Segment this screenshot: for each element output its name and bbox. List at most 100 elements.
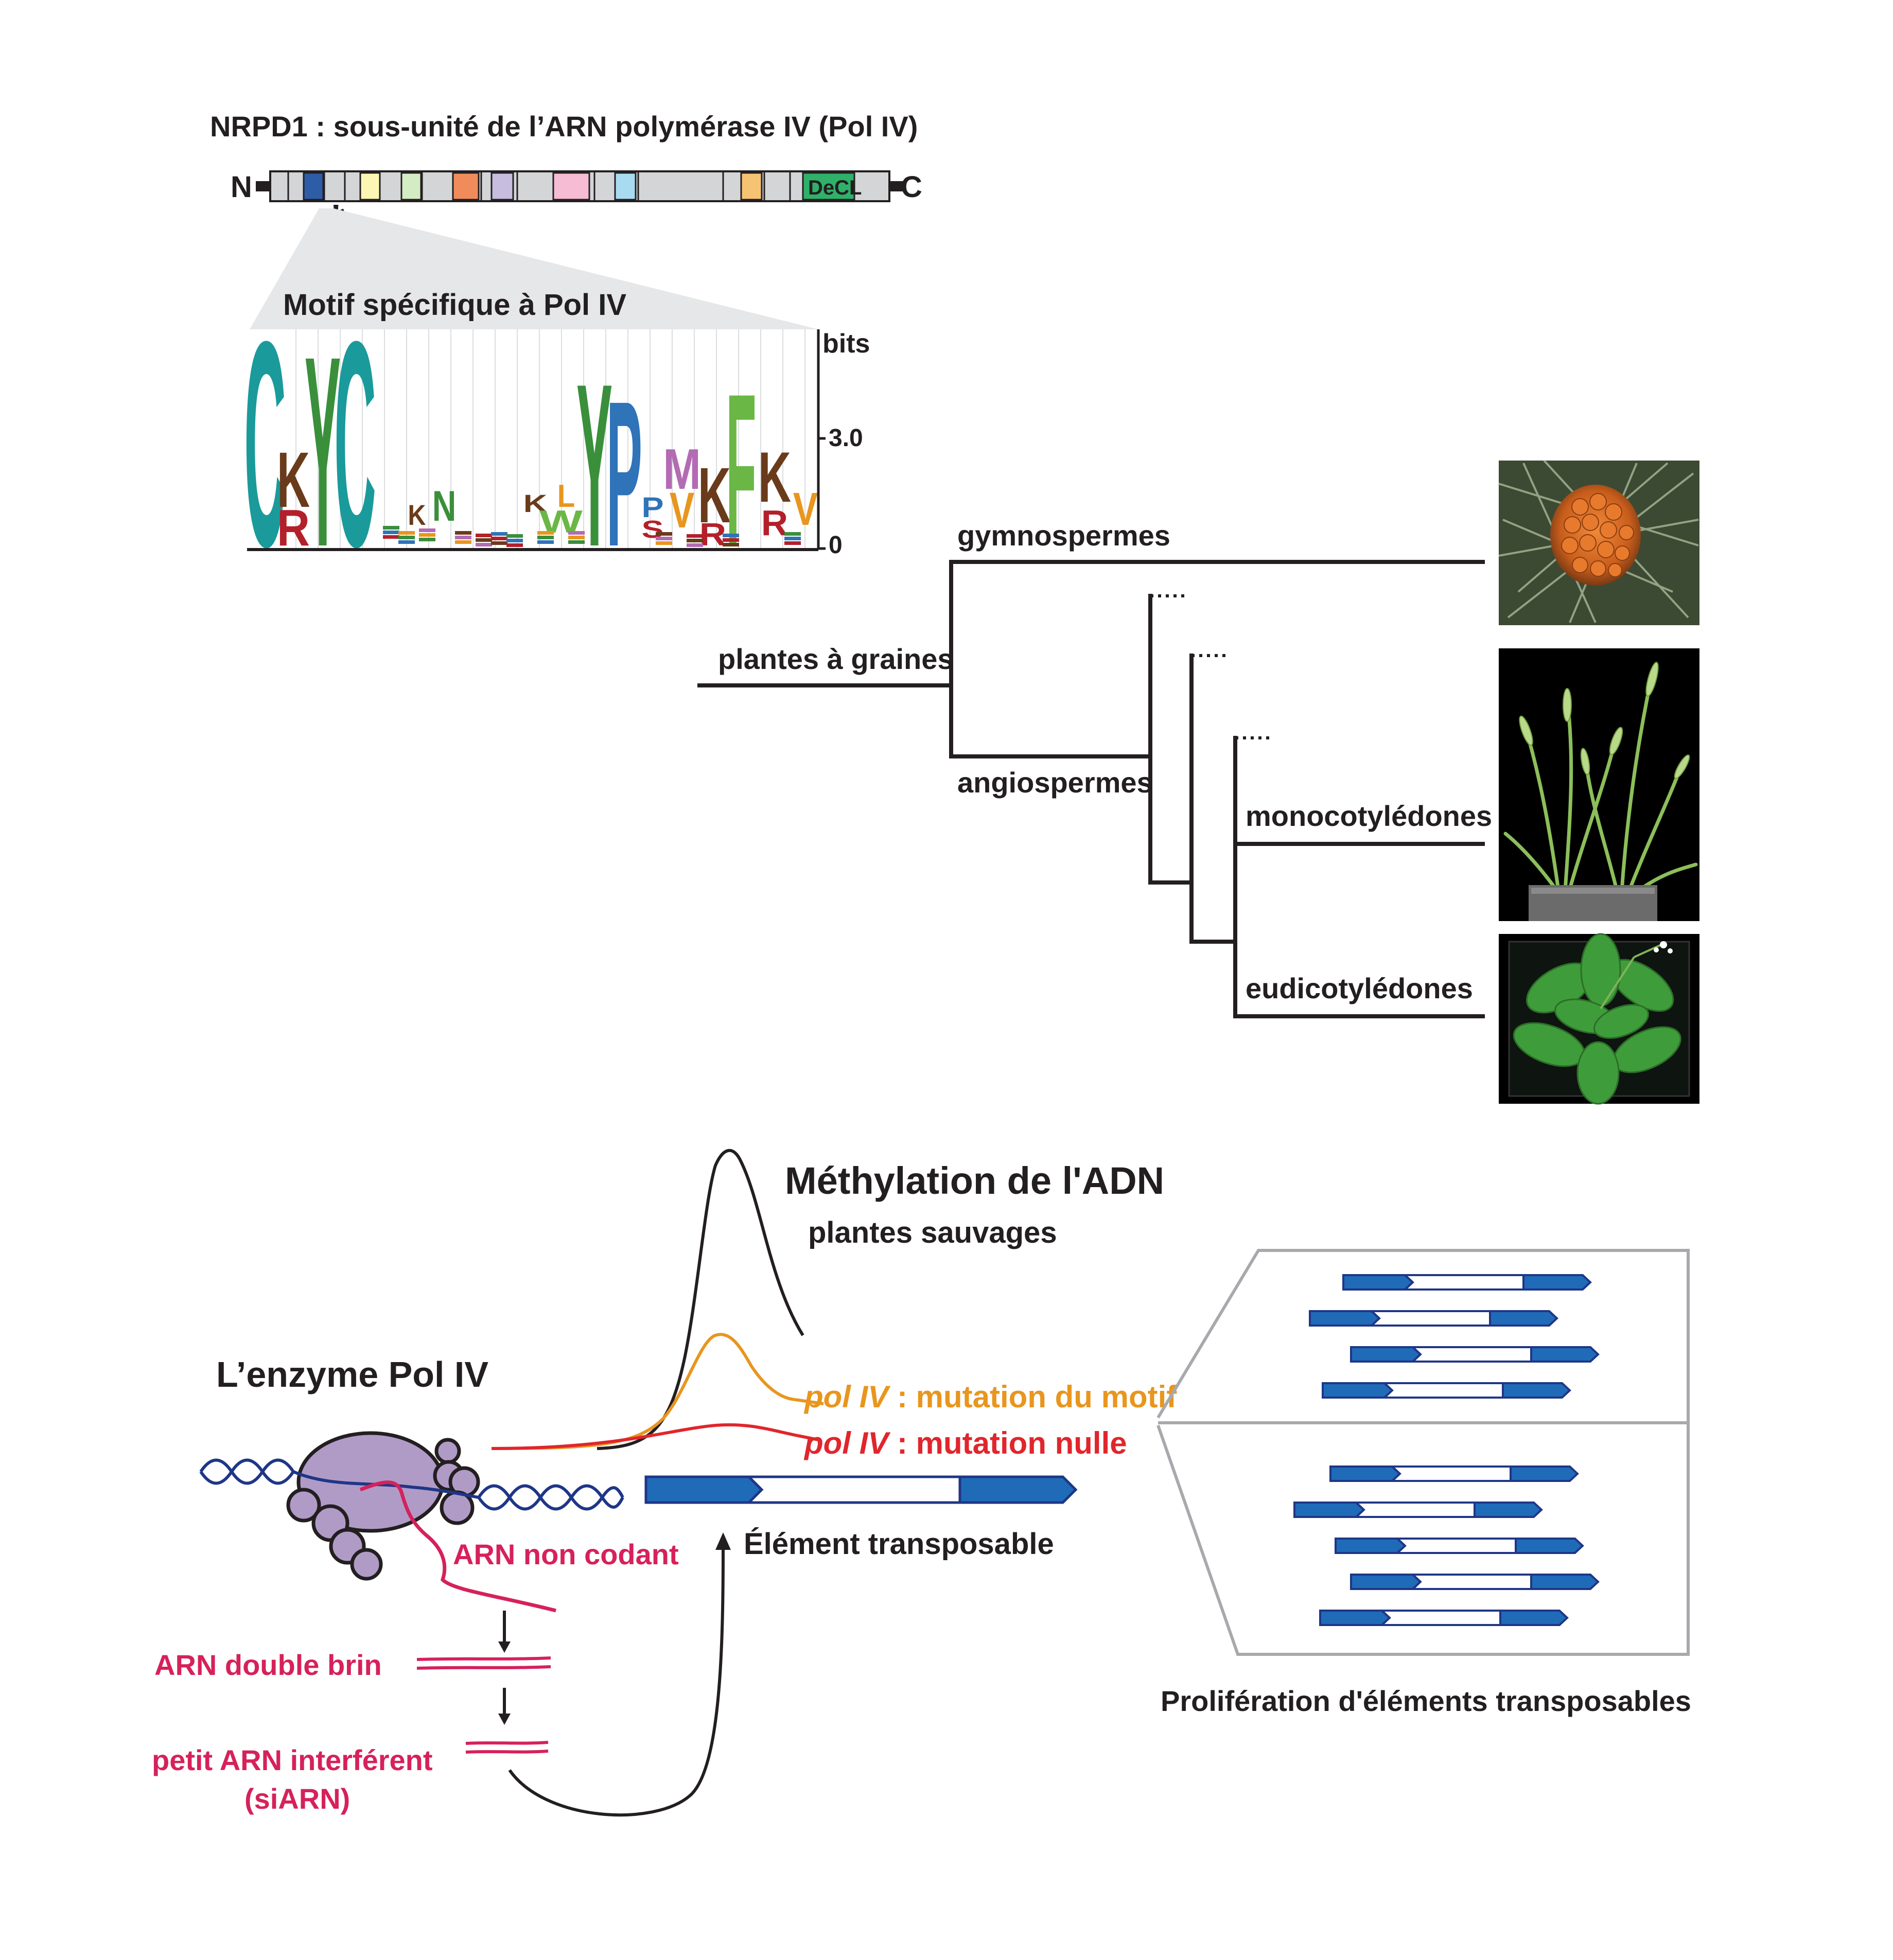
logo-letter-small: [383, 531, 399, 534]
label-noncoding-rna: ARN non codant: [453, 1538, 679, 1570]
te-copy: [1322, 1382, 1571, 1399]
logo-letter: V: [793, 484, 818, 535]
protein-domain: [303, 172, 324, 201]
protein-domain: [359, 172, 381, 201]
logo-letter-small: [568, 540, 585, 544]
protein-domain: [400, 172, 422, 201]
protein-panel: NRPD1 : sous-unité de l’ARN polymérase I…: [210, 110, 922, 329]
label-null-mutation: pol IV : mutation nulle: [803, 1426, 1127, 1460]
logo-letter-small: [419, 533, 435, 537]
pol-iv-enzyme: [286, 1431, 480, 1581]
logo-letter-small: [784, 532, 801, 536]
logo-letter-small: [398, 531, 415, 535]
null-connector: [797, 1434, 819, 1441]
label-angiosperms: angiospermes: [957, 766, 1153, 799]
logo-y-unit: bits: [822, 329, 870, 359]
enzyme-title: L’enzyme Pol IV: [216, 1354, 488, 1394]
transposable-element: [644, 1475, 1078, 1504]
arabidopsis-photo: [1499, 933, 1699, 1105]
n-terminal-label: N: [231, 170, 252, 204]
label-motif-mutation: pol IV : mutation du motif: [803, 1380, 1177, 1414]
logo-letter-small: [723, 534, 739, 537]
logo-letter-small: [419, 538, 435, 541]
label-sirna-line2: (siARN): [244, 1782, 350, 1815]
logo-letter-small: [491, 537, 507, 540]
logo-letter: K: [277, 436, 310, 524]
logo-letter-small: [784, 537, 801, 540]
logo-letter-small: [506, 534, 523, 538]
logo-letter: K: [698, 452, 731, 539]
dsrna-symbol: [416, 1656, 551, 1670]
logo-y-tick-zero: 0: [829, 532, 843, 559]
logo-letter-small: [537, 536, 554, 539]
noncoding-rna-strand: [359, 1480, 556, 1613]
te-copies: [1293, 1274, 1600, 1626]
te-copy: [1335, 1538, 1584, 1554]
protein-domain: [802, 172, 855, 201]
label-dsrna: ARN double brin: [154, 1649, 382, 1681]
logo-letter-small: [687, 539, 703, 542]
logo-letter-small: [723, 538, 739, 542]
label-eudicots: eudicotylédones: [1246, 972, 1473, 1004]
logo-letter: Y: [305, 300, 341, 604]
null-gene-name: pol IV: [803, 1426, 891, 1460]
logo-letter-small: [568, 536, 585, 539]
logo-letter: K: [758, 437, 791, 517]
logo-letter: C: [244, 280, 286, 608]
protein-domain: [614, 172, 637, 201]
logo-letter: R: [277, 499, 310, 557]
sirna-symbol: [465, 1741, 549, 1754]
logo-letter-small: [383, 535, 399, 539]
protein-domain: [740, 172, 763, 201]
logo-letter: R: [699, 517, 726, 553]
dna-through-enzyme: [292, 1470, 479, 1499]
dna-helix: [199, 1458, 624, 1511]
phylogenetic-tree: [697, 560, 1485, 1018]
logo-letter-small: [784, 541, 801, 545]
logo-letter-small: [656, 541, 672, 545]
ellipsis-stubs: [1150, 594, 1271, 739]
logo-letter-small: [656, 537, 672, 540]
logo-letter-small: [455, 540, 471, 544]
logo-letter-small: [506, 539, 523, 542]
protein-domains: [287, 171, 855, 201]
logo-y-tick-top: 3.0: [829, 425, 863, 452]
logo-letter: C: [334, 280, 376, 608]
motif-gene-name: pol IV: [803, 1380, 891, 1414]
feedback-arrow: [508, 1548, 725, 1816]
te-copy: [1350, 1574, 1600, 1590]
logo-letter-small: [398, 540, 415, 544]
logo-letter-small: [537, 531, 554, 535]
pine-cone-photo: [1498, 460, 1699, 625]
label-seed-plants: plantes à graines: [718, 643, 954, 675]
label-gymnosperms: gymnospermes: [957, 519, 1170, 552]
motif-connector: [795, 1398, 824, 1405]
logo-letter-small: [506, 543, 523, 547]
logo-letter: Y: [576, 336, 612, 595]
te-copy: [1350, 1346, 1600, 1363]
decl-domain-label: DeCL: [808, 176, 862, 199]
te-copy: [1329, 1465, 1579, 1482]
protein-domain: [552, 172, 590, 201]
logo-letter: K: [408, 500, 426, 532]
logo-letter-small: [656, 532, 672, 536]
motif-mutation-text: : mutation du motif: [888, 1380, 1177, 1414]
logo-letter-small: [476, 543, 492, 546]
logo-letter: L: [557, 478, 575, 514]
logo-letter-small: [537, 540, 554, 544]
logo-letter: V: [670, 483, 694, 539]
logo-title: Motif spécifique à Pol IV: [283, 288, 626, 322]
protein-domain: [452, 172, 480, 201]
label-transposable-element: Élément transposable: [744, 1527, 1054, 1561]
logo-letter: R: [761, 503, 788, 543]
te-copy: [1293, 1502, 1543, 1518]
feedback-arrowhead: [715, 1532, 731, 1550]
logo-letter-small: [383, 526, 399, 529]
zoom-wedge: [250, 208, 818, 329]
logo-letter-small: [419, 528, 435, 532]
protein-title: NRPD1 : sous-unité de l’ARN polymérase I…: [210, 110, 918, 143]
te-copy: [1342, 1274, 1592, 1291]
c-terminal-stub: [889, 181, 904, 191]
